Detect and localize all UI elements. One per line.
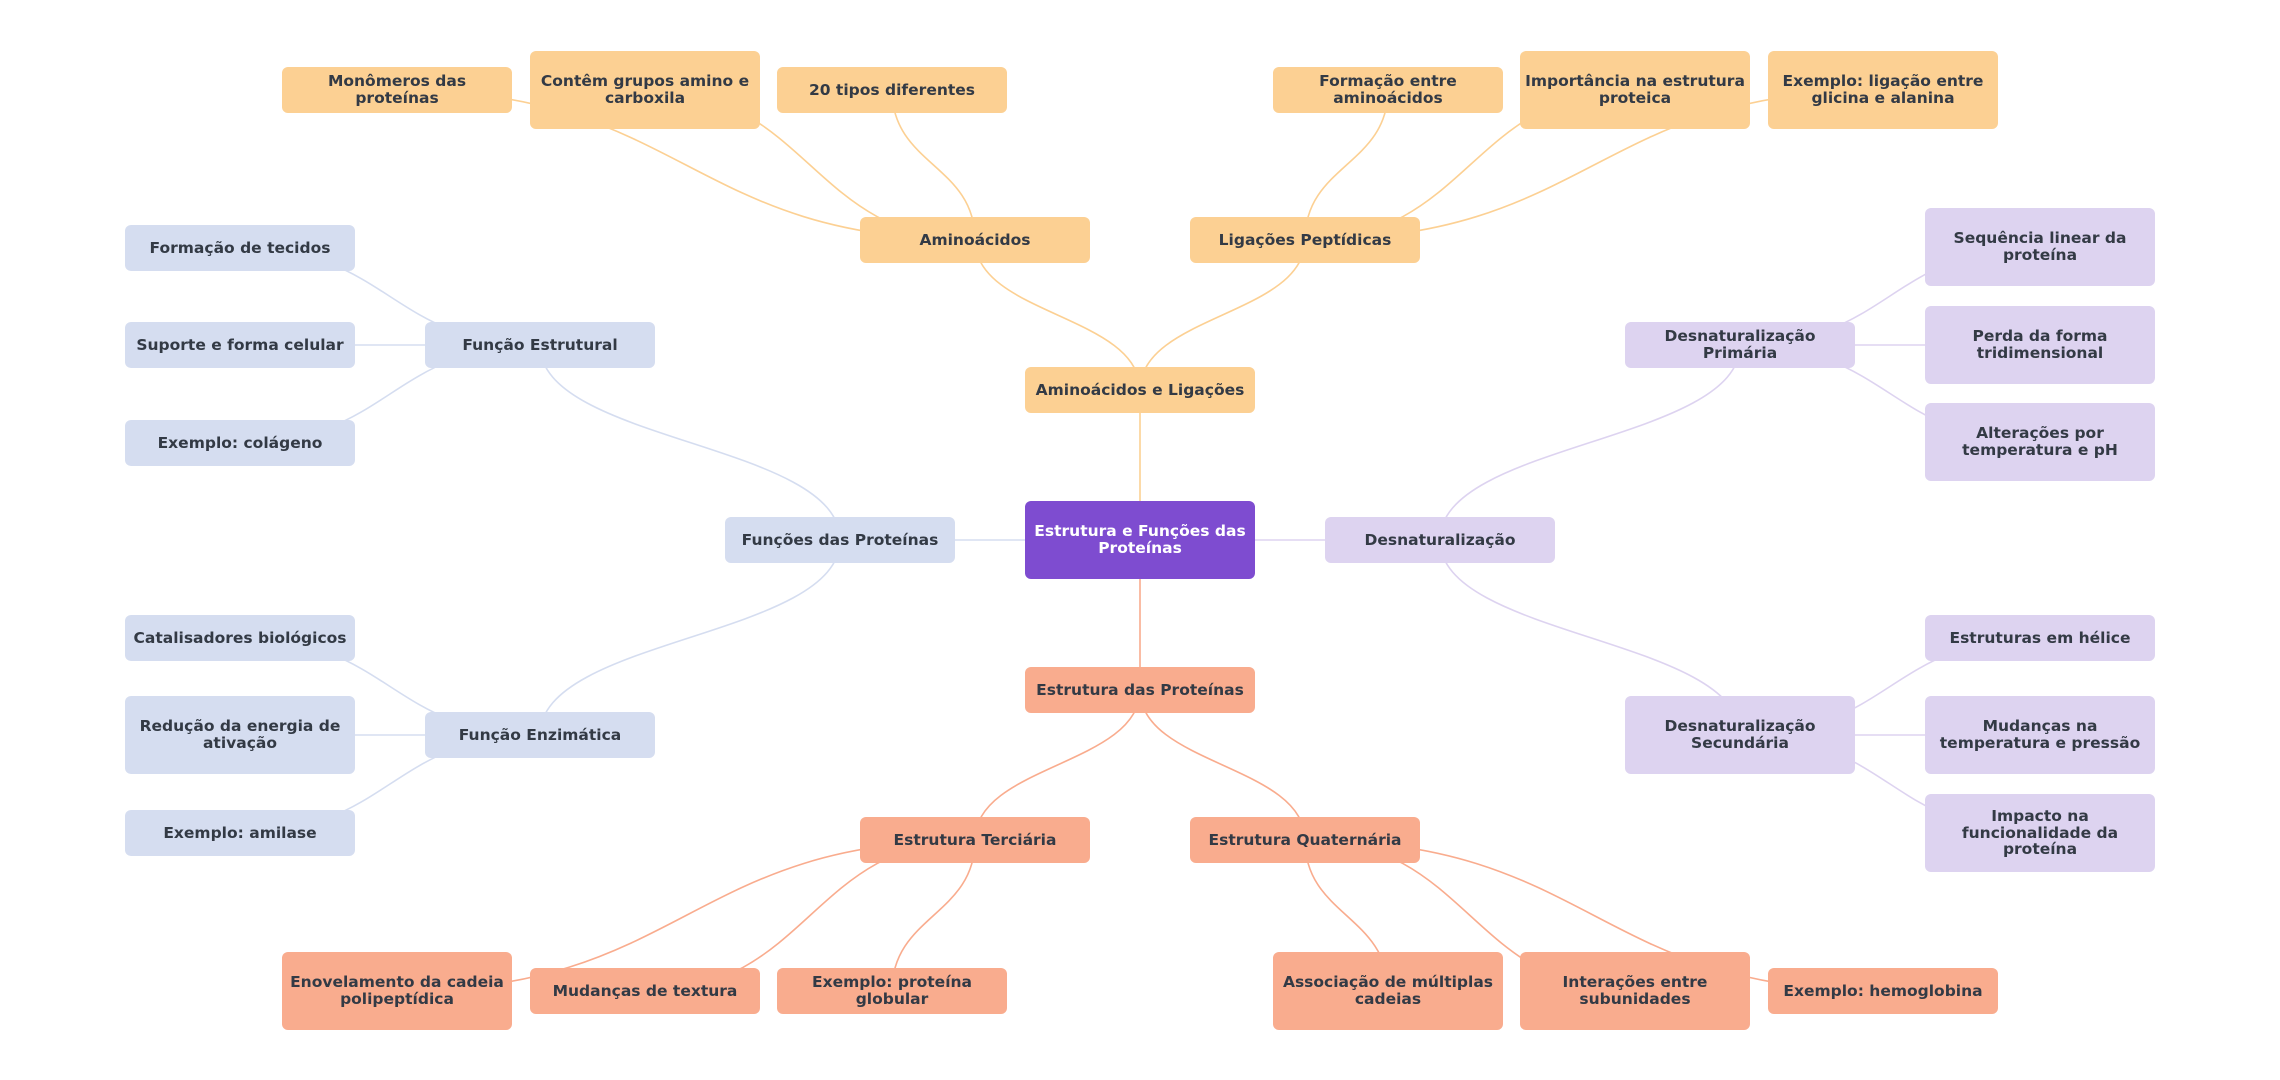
leaf-exemplo-colageno[interactable]: Exemplo: colágeno (125, 420, 355, 466)
connector-line (974, 239, 1141, 391)
leaf-interacoes-subunidades[interactable]: Interações entre subunidades (1520, 952, 1750, 1030)
leaf-mudancas-temperatura[interactable]: Mudanças na temperatura e pressão (1925, 696, 2155, 774)
node-desnaturalizacao[interactable]: Desnaturalização (1325, 517, 1555, 563)
connector-line (1439, 344, 1741, 541)
node-funcoes-das-proteinas[interactable]: Funções das Proteínas (725, 517, 955, 563)
leaf-perda-forma[interactable]: Perda da forma tridimensional (1925, 306, 2155, 384)
leaf-estruturas-helice[interactable]: Estruturas em hélice (1925, 615, 2155, 661)
connector-line (1304, 89, 1389, 241)
leaf-suporte-forma[interactable]: Suporte e forma celular (125, 322, 355, 368)
connector-line (891, 89, 976, 241)
node-ligacoes-peptidicas[interactable]: Ligações Peptídicas (1190, 217, 1420, 263)
leaf-reducao-energia[interactable]: Redução da energia de ativação (125, 696, 355, 774)
leaf-catalisadores[interactable]: Catalisadores biológicos (125, 615, 355, 661)
node-funcao-enzimatica[interactable]: Função Enzimática (425, 712, 655, 758)
leaf-impacto-funcionalidade[interactable]: Impacto na funcionalidade da proteína (1925, 794, 2155, 872)
connector-line (891, 839, 976, 992)
connector-line (1139, 239, 1306, 391)
leaf-mudancas-textura[interactable]: Mudanças de textura (530, 968, 760, 1014)
leaf-enovelamento[interactable]: Enovelamento da cadeia polipeptídica (282, 952, 512, 1030)
leaf-formacao-aminoacidos[interactable]: Formação entre aminoácidos (1273, 67, 1503, 113)
connector-line (1139, 689, 1306, 841)
leaf-formacao-tecidos[interactable]: Formação de tecidos (125, 225, 355, 271)
leaf-sequencia-linear[interactable]: Sequência linear da proteína (1925, 208, 2155, 286)
leaf-exemplo-ligacao[interactable]: Exemplo: ligação entre glicina e alanina (1768, 51, 1998, 129)
node-estrutura-das-proteinas[interactable]: Estrutura das Proteínas (1025, 667, 1255, 713)
connector-line (539, 344, 841, 541)
node-aminoacidos-e-ligacoes[interactable]: Aminoácidos e Ligações (1025, 367, 1255, 413)
node-aminoacidos[interactable]: Aminoácidos (860, 217, 1090, 263)
node-estrutura-terciaria[interactable]: Estrutura Terciária (860, 817, 1090, 863)
connector-line (539, 539, 841, 736)
leaf-associacao-cadeias[interactable]: Associação de múltiplas cadeias (1273, 952, 1503, 1030)
node-estrutura-quaternaria[interactable]: Estrutura Quaternária (1190, 817, 1420, 863)
leaf-grupos-amino[interactable]: Contêm grupos amino e carboxila (530, 51, 760, 129)
connector-line (974, 689, 1141, 841)
leaf-20-tipos[interactable]: 20 tipos diferentes (777, 67, 1007, 113)
node-funcao-estrutural[interactable]: Função Estrutural (425, 322, 655, 368)
root-node[interactable]: Estrutura e Funções das Proteínas (1025, 501, 1255, 579)
node-desnaturalizacao-primaria[interactable]: Desnaturalização Primária (1625, 322, 1855, 368)
leaf-importancia-estrutura[interactable]: Importância na estrutura proteica (1520, 51, 1750, 129)
leaf-monomeros[interactable]: Monômeros das proteínas (282, 67, 512, 113)
node-desnaturalizacao-secundaria[interactable]: Desnaturalização Secundária (1625, 696, 1855, 774)
leaf-exemplo-globular[interactable]: Exemplo: proteína globular (777, 968, 1007, 1014)
leaf-exemplo-amilase[interactable]: Exemplo: amilase (125, 810, 355, 856)
leaf-alteracoes-temperatura[interactable]: Alterações por temperatura e pH (1925, 403, 2155, 481)
leaf-exemplo-hemoglobina[interactable]: Exemplo: hemoglobina (1768, 968, 1998, 1014)
